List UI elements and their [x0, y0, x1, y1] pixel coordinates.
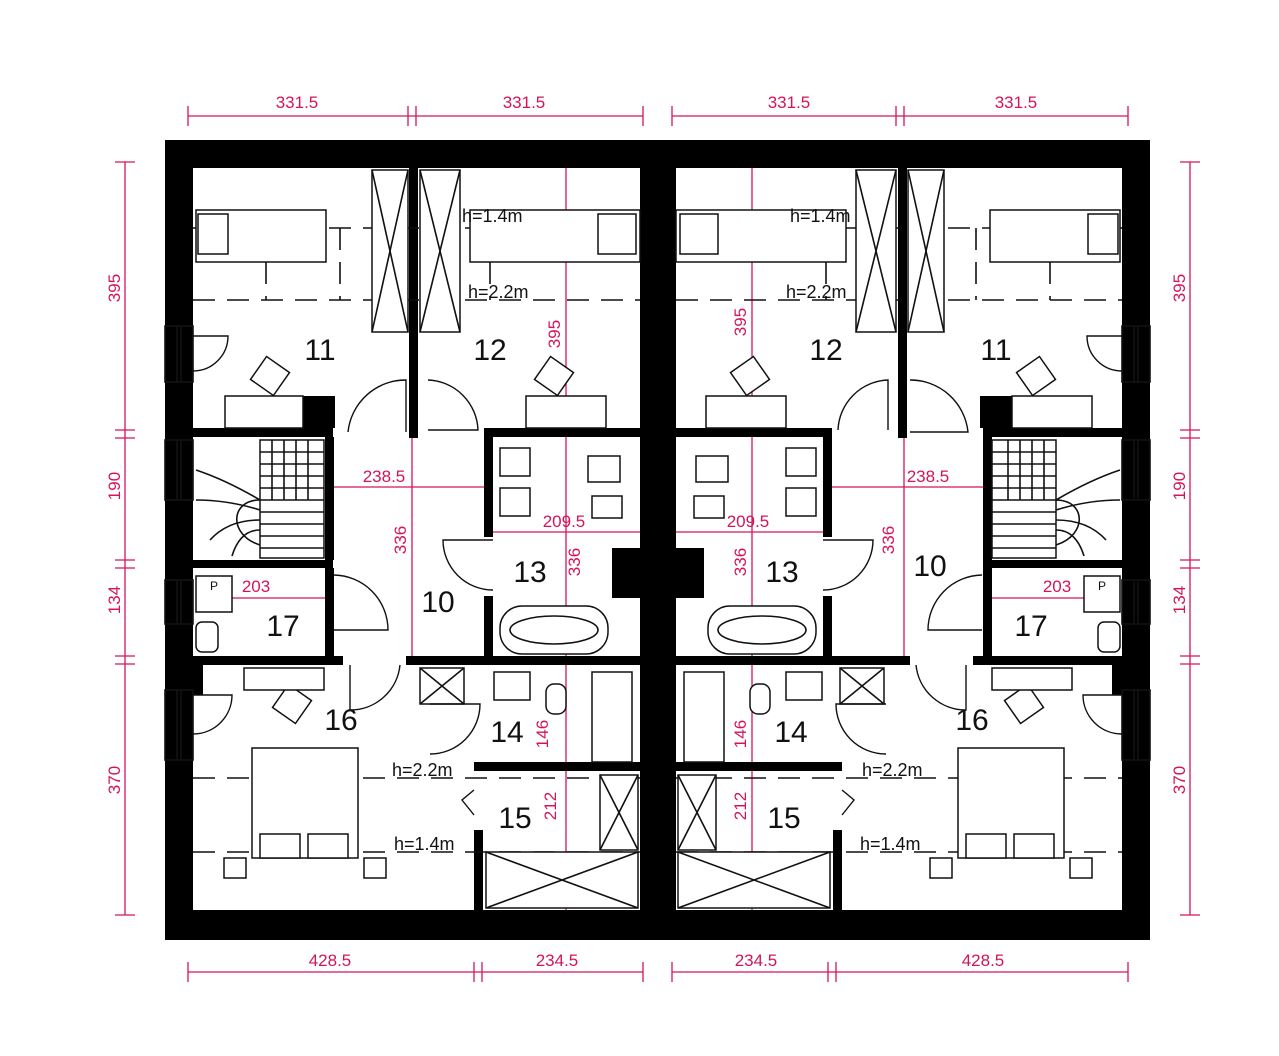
height-note-3: h=1.4m: [790, 206, 851, 226]
dim-wc-width-right: 203: [1043, 577, 1071, 596]
height-note-2: h=2.2m: [468, 282, 529, 302]
height-note-5: h=2.2m: [392, 760, 453, 780]
dim-top-4: 331.5: [995, 93, 1038, 112]
dim-right-2: 190: [1170, 472, 1189, 500]
room-11-right: 11: [980, 334, 1011, 367]
height-note-4: h=2.2m: [786, 282, 847, 302]
dim-hall-height-right: 336: [879, 526, 898, 554]
dim-right-3: 134: [1170, 586, 1189, 614]
dim-bath-width-left: 209.5: [543, 512, 586, 531]
room-12-left: 12: [473, 334, 506, 367]
dim-right-1: 395: [1170, 274, 1189, 302]
dim-room12-height-left: 395: [545, 320, 564, 348]
room-13-right: 13: [765, 556, 798, 589]
dim-left-1: 395: [105, 274, 124, 302]
dim-bottom-4: 428.5: [962, 951, 1005, 970]
room-14-right: 14: [774, 716, 807, 749]
room-11-left: 11: [304, 334, 335, 367]
height-note-6: h=1.4m: [394, 834, 455, 854]
dim-top-1: 331.5: [276, 93, 319, 112]
room-13-left: 13: [513, 556, 546, 589]
dimension-lines: [115, 106, 1200, 982]
dim-bottom-1: 428.5: [309, 951, 352, 970]
wc-mark-left: P: [210, 579, 218, 593]
height-note-8: h=1.4m: [860, 834, 921, 854]
room-10-right: 10: [913, 550, 946, 583]
dim-left-4: 370: [105, 766, 124, 794]
room-10-left: 10: [421, 586, 454, 619]
dim-room12-height-right: 395: [731, 308, 750, 336]
dim-bath-height-right: 336: [731, 548, 750, 576]
windows: [164, 325, 1151, 761]
height-note-7: h=2.2m: [862, 760, 923, 780]
dim-top-3: 331.5: [768, 93, 811, 112]
room-17-left: 17: [266, 610, 299, 643]
dim-room15-height-right: 212: [731, 792, 750, 820]
dim-bath-height-left: 336: [565, 548, 584, 576]
stairs-right: [991, 439, 1121, 559]
dim-bottom-3: 234.5: [735, 951, 778, 970]
doors: [192, 335, 1123, 816]
furniture: [195, 209, 1121, 879]
wc-mark-right: P: [1098, 579, 1106, 593]
dim-room14-height-left: 146: [533, 720, 552, 748]
wardrobes: [371, 169, 945, 909]
dim-hall-width-right: 238.5: [907, 467, 950, 486]
room-16-left: 16: [324, 704, 357, 737]
dim-hall-height-left: 336: [391, 526, 410, 554]
room-16-right: 16: [955, 704, 988, 737]
dim-wc-width-left: 203: [242, 577, 270, 596]
dim-left-3: 134: [105, 586, 124, 614]
walls: [165, 140, 1150, 940]
room-17-right: 17: [1014, 610, 1047, 643]
room-12-right: 12: [809, 334, 842, 367]
dim-room14-height-right: 146: [731, 720, 750, 748]
room-15-right: 15: [767, 802, 800, 835]
dim-bottom-2: 234.5: [536, 951, 579, 970]
dim-left-2: 190: [105, 472, 124, 500]
dim-room15-height-left: 212: [541, 792, 560, 820]
room-15-left: 15: [498, 802, 531, 835]
dim-right-4: 370: [1170, 766, 1189, 794]
stairs-left: [195, 439, 325, 559]
dim-top-2: 331.5: [503, 93, 546, 112]
height-note-1: h=1.4m: [462, 206, 523, 226]
room-14-left: 14: [490, 716, 523, 749]
dim-hall-width-left: 238.5: [363, 467, 406, 486]
dim-bath-width-right: 209.5: [727, 512, 770, 531]
